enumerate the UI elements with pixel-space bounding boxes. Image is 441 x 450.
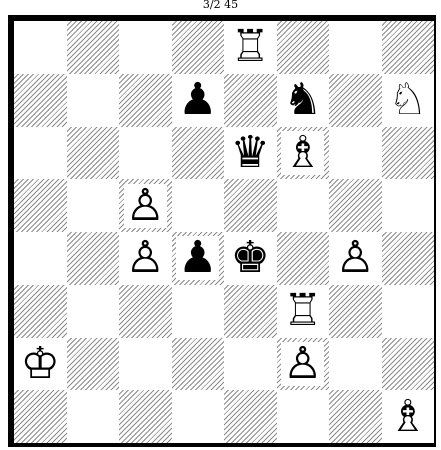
square-b1[interactable] — [67, 390, 120, 443]
square-f3[interactable]: ♖ — [277, 285, 330, 338]
square-b2[interactable] — [67, 338, 120, 391]
black-king-icon[interactable]: ♚ — [229, 236, 272, 280]
white-bishop-icon[interactable]: ♗ — [281, 131, 324, 175]
square-g4[interactable]: ♙ — [329, 232, 382, 285]
square-c2[interactable] — [119, 338, 172, 391]
white-pawn-icon[interactable]: ♙ — [281, 342, 324, 386]
square-e3[interactable] — [224, 285, 277, 338]
white-rook-icon[interactable]: ♖ — [229, 25, 272, 69]
square-g3[interactable] — [329, 285, 382, 338]
square-e5[interactable] — [224, 179, 277, 232]
square-b5[interactable] — [67, 179, 120, 232]
white-knight-icon[interactable]: ♘ — [386, 78, 429, 122]
square-c8[interactable] — [119, 21, 172, 74]
square-f4[interactable] — [277, 232, 330, 285]
square-d7[interactable]: ♟ — [172, 74, 225, 127]
square-c1[interactable] — [119, 390, 172, 443]
square-h3[interactable] — [382, 285, 435, 338]
square-a1[interactable] — [14, 390, 67, 443]
square-g7[interactable] — [329, 74, 382, 127]
square-d4[interactable]: ♟ — [172, 232, 225, 285]
square-g8[interactable] — [329, 21, 382, 74]
square-b8[interactable] — [67, 21, 120, 74]
square-c3[interactable] — [119, 285, 172, 338]
square-e2[interactable] — [224, 338, 277, 391]
square-a3[interactable] — [14, 285, 67, 338]
square-e6[interactable]: ♛ — [224, 127, 277, 180]
square-e4[interactable]: ♚ — [224, 232, 277, 285]
square-a6[interactable] — [14, 127, 67, 180]
square-g6[interactable] — [329, 127, 382, 180]
black-pawn-icon[interactable]: ♟ — [176, 236, 219, 280]
white-bishop-icon[interactable]: ♗ — [386, 395, 429, 439]
square-e8[interactable]: ♖ — [224, 21, 277, 74]
white-pawn-icon[interactable]: ♙ — [124, 236, 167, 280]
square-f1[interactable] — [277, 390, 330, 443]
square-c4[interactable]: ♙ — [119, 232, 172, 285]
square-g1[interactable] — [329, 390, 382, 443]
black-pawn-icon[interactable]: ♟ — [176, 78, 219, 122]
square-d3[interactable] — [172, 285, 225, 338]
square-h7[interactable]: ♘ — [382, 74, 435, 127]
square-b3[interactable] — [67, 285, 120, 338]
black-knight-icon[interactable]: ♞ — [281, 78, 324, 122]
white-rook-icon[interactable]: ♖ — [281, 289, 324, 333]
square-h5[interactable] — [382, 179, 435, 232]
square-e1[interactable] — [224, 390, 277, 443]
white-king-icon[interactable]: ♔ — [19, 342, 62, 386]
square-f7[interactable]: ♞ — [277, 74, 330, 127]
square-h6[interactable] — [382, 127, 435, 180]
square-c6[interactable] — [119, 127, 172, 180]
square-c7[interactable] — [119, 74, 172, 127]
square-a8[interactable] — [14, 21, 67, 74]
square-h4[interactable] — [382, 232, 435, 285]
square-a5[interactable] — [14, 179, 67, 232]
square-a2[interactable]: ♔ — [14, 338, 67, 391]
square-h1[interactable]: ♗ — [382, 390, 435, 443]
square-e7[interactable] — [224, 74, 277, 127]
square-f2[interactable]: ♙ — [277, 338, 330, 391]
square-f5[interactable] — [277, 179, 330, 232]
square-b6[interactable] — [67, 127, 120, 180]
square-a7[interactable] — [14, 74, 67, 127]
chess-board: ♖♟♞♘♛♗♙♙♟♚♙♖♔♙♗ — [14, 21, 434, 443]
square-d8[interactable] — [172, 21, 225, 74]
square-d5[interactable] — [172, 179, 225, 232]
diagram-caption: 3/2 45 — [0, 0, 441, 14]
square-h2[interactable] — [382, 338, 435, 391]
white-pawn-icon[interactable]: ♙ — [124, 184, 167, 228]
white-pawn-icon[interactable]: ♙ — [334, 236, 377, 280]
square-f8[interactable] — [277, 21, 330, 74]
black-queen-icon[interactable]: ♛ — [229, 131, 272, 175]
square-f6[interactable]: ♗ — [277, 127, 330, 180]
square-g2[interactable] — [329, 338, 382, 391]
square-b4[interactable] — [67, 232, 120, 285]
square-d2[interactable] — [172, 338, 225, 391]
square-g5[interactable] — [329, 179, 382, 232]
square-h8[interactable] — [382, 21, 435, 74]
square-b7[interactable] — [67, 74, 120, 127]
square-a4[interactable] — [14, 232, 67, 285]
square-d1[interactable] — [172, 390, 225, 443]
square-d6[interactable] — [172, 127, 225, 180]
square-c5[interactable]: ♙ — [119, 179, 172, 232]
